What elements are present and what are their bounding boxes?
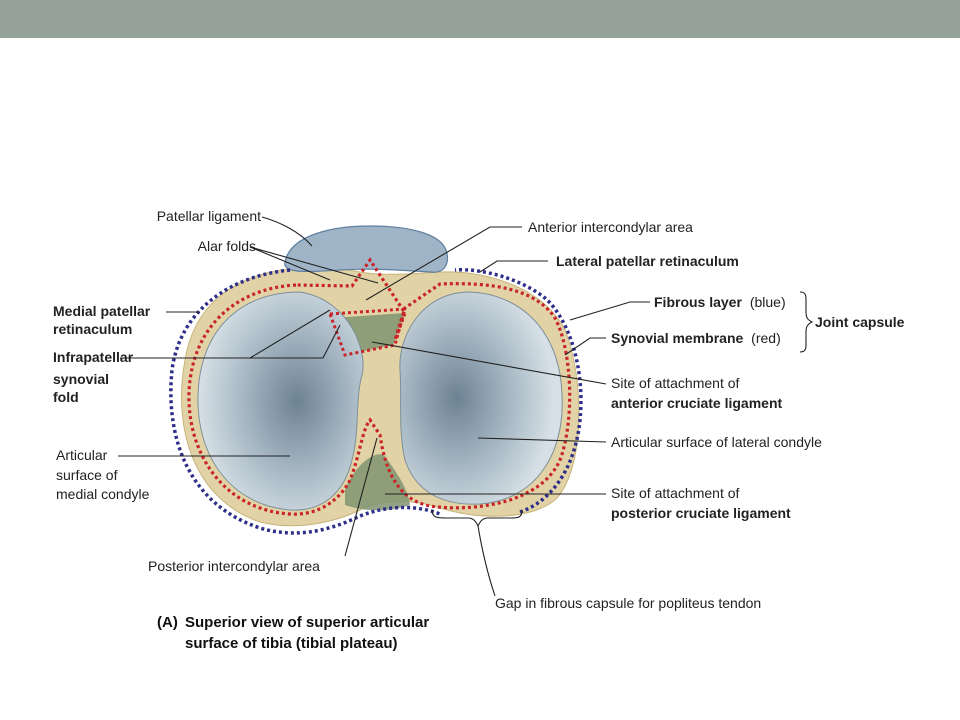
label-lateral-patellar-retinaculum: Lateral patellar retinaculum bbox=[556, 253, 739, 269]
leader-gap-popliteus bbox=[477, 525, 496, 597]
caption-letter: (A) bbox=[157, 614, 178, 631]
label-gap-popliteus: Gap in fibrous capsule for popliteus ten… bbox=[495, 595, 761, 611]
label-acl-2: anterior cruciate ligament bbox=[611, 395, 783, 411]
label-infrapatellar-3: fold bbox=[53, 389, 79, 405]
joint-capsule-brace bbox=[799, 291, 814, 353]
label-medial-condyle-3: medial condyle bbox=[56, 486, 150, 502]
leader-infrapatellar-1 bbox=[120, 324, 341, 359]
caption-line-2: surface of tibia (tibial plateau) bbox=[185, 635, 398, 652]
synovial-membrane-name: Synovial membrane bbox=[611, 330, 743, 346]
leader-posterior-intercondylar bbox=[344, 437, 378, 557]
label-pcl-2: posterior cruciate ligament bbox=[611, 505, 791, 521]
label-joint-capsule: Joint capsule bbox=[815, 314, 905, 330]
label-medial-patellar-retinaculum-2: retinaculum bbox=[53, 321, 132, 337]
leader-acl bbox=[371, 341, 607, 385]
leader-alar-folds-2 bbox=[249, 246, 379, 284]
caption-line-1: Superior view of superior articular bbox=[185, 614, 429, 631]
leader-anterior-intercondylar bbox=[365, 226, 522, 301]
label-alar-folds: Alar folds bbox=[198, 238, 256, 254]
leader-lateral-retinaculum bbox=[479, 260, 548, 273]
label-medial-condyle-1: Articular bbox=[56, 447, 108, 463]
patellar-ligament bbox=[284, 225, 449, 273]
label-synovial-membrane: Synovial membrane (red) bbox=[611, 330, 781, 346]
label-lateral-condyle: Articular surface of lateral condyle bbox=[611, 434, 822, 450]
fibrous-layer-name: Fibrous layer bbox=[654, 294, 742, 310]
label-pcl-1: Site of attachment of bbox=[611, 485, 740, 501]
synovial-membrane-outline bbox=[187, 257, 572, 516]
label-infrapatellar-2: synovial bbox=[53, 371, 109, 387]
leader-patellar-ligament bbox=[261, 216, 313, 247]
label-acl-1: Site of attachment of bbox=[611, 375, 740, 391]
leader-infrapatellar-2 bbox=[249, 309, 331, 359]
header-bar bbox=[0, 0, 960, 38]
label-posterior-intercondylar-area: Posterior intercondylar area bbox=[148, 558, 320, 574]
leader-alar-folds-1 bbox=[249, 246, 331, 281]
label-patellar-ligament: Patellar ligament bbox=[157, 208, 261, 224]
fibrous-layer-note: (blue) bbox=[750, 294, 786, 310]
lateral-condyle-surface bbox=[399, 291, 563, 505]
infrapatellar-fold-outline bbox=[327, 307, 408, 357]
label-medial-patellar-retinaculum-1: Medial patellar bbox=[53, 303, 151, 319]
label-anterior-intercondylar-area: Anterior intercondylar area bbox=[528, 219, 693, 235]
label-fibrous-layer: Fibrous layer (blue) bbox=[654, 294, 786, 310]
leader-synovial-membrane bbox=[564, 337, 606, 356]
label-infrapatellar-1: Infrapatellar bbox=[53, 349, 134, 365]
leader-fibrous-layer bbox=[569, 301, 650, 321]
fibrous-layer-outline bbox=[169, 268, 583, 535]
label-medial-condyle-2: surface of bbox=[56, 467, 118, 483]
synovial-membrane-note: (red) bbox=[751, 330, 781, 346]
leader-lateral-condyle bbox=[477, 437, 607, 443]
